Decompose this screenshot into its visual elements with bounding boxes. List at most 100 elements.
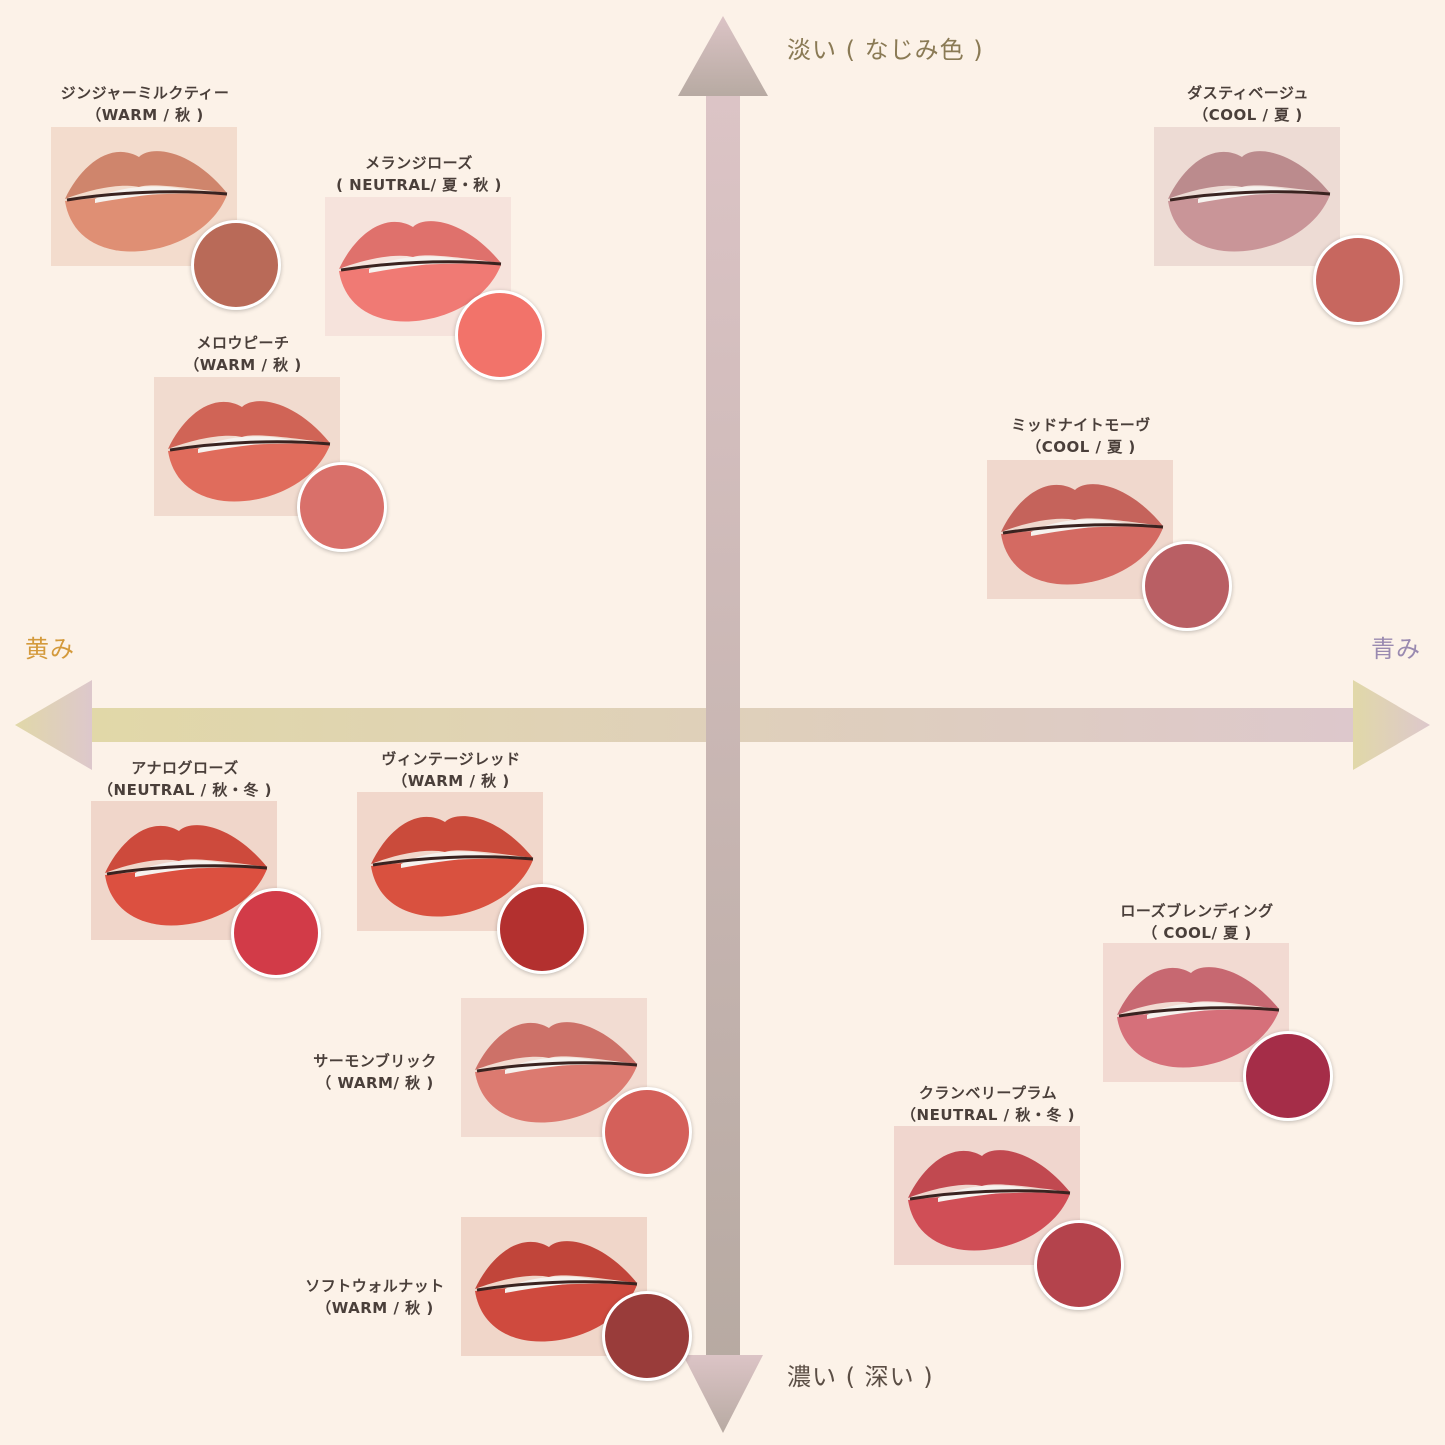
color-swatch (231, 888, 321, 978)
product-tone: （ COOL/ 夏 ) (1142, 924, 1252, 942)
product-card: ジンジャーミルクティー （WARM / 秋 ) (40, 80, 300, 320)
product-name: ローズブレンディング (1120, 902, 1274, 920)
lip-line (909, 1189, 1071, 1201)
product-tone: （COOL / 夏 ) (1193, 106, 1303, 124)
lower-lip (475, 1064, 637, 1123)
lip-line (476, 1061, 638, 1073)
product-name: メランジローズ (365, 154, 473, 172)
lower-lip (168, 443, 330, 502)
product-tone: （NEUTRAL / 秋・冬 ) (98, 781, 272, 799)
lower-lip (908, 1192, 1070, 1251)
axis-label-top: 淡い ( なじみ色 ) (787, 36, 984, 64)
lips-illustration (475, 1022, 638, 1123)
lower-lip (371, 858, 533, 917)
product-tone: （WARM / 秋 ) (86, 106, 204, 124)
color-swatch (1243, 1031, 1333, 1121)
lower-lip (1117, 1009, 1279, 1068)
axis-label-left: 黄み (25, 635, 75, 663)
color-swatch (497, 884, 587, 974)
color-swatch (1034, 1220, 1124, 1310)
upper-lip (339, 221, 501, 269)
lips-illustration (908, 1150, 1071, 1251)
axis-label-bottom: 濃い ( 深い ) (787, 1363, 934, 1391)
upper-lip (908, 1150, 1070, 1198)
lips-illustration (105, 825, 268, 926)
product-tone: （WARM / 秋 ) (316, 1299, 434, 1317)
lip-photo (1103, 943, 1289, 1082)
color-swatch (191, 220, 281, 310)
color-swatch (602, 1291, 692, 1381)
lips-illustration (1117, 967, 1280, 1068)
upper-lip (105, 825, 267, 873)
lower-lip (1168, 193, 1330, 252)
product-name: メロウピーチ (196, 334, 290, 352)
product-name: アナログローズ (131, 759, 239, 777)
axis-label-right: 青み (1371, 635, 1421, 663)
lips-illustration (1168, 151, 1331, 252)
lip-photo (357, 792, 543, 931)
lower-lip (475, 1283, 637, 1342)
lips-illustration (371, 816, 534, 917)
color-swatch (1142, 541, 1232, 631)
upper-lip (1117, 967, 1279, 1015)
lower-lip (1001, 526, 1163, 585)
color-swatch (1313, 235, 1403, 325)
color-swatch (602, 1087, 692, 1177)
lip-line (372, 855, 534, 867)
upper-lip (371, 816, 533, 864)
upper-lip (168, 401, 330, 449)
upper-lip (1001, 484, 1163, 532)
lip-line (1169, 190, 1331, 202)
lip-photo (1154, 127, 1340, 266)
upper-lip (475, 1022, 637, 1070)
lip-line (340, 260, 502, 272)
lower-lip (339, 263, 501, 322)
product-tone: （WARM / 秋 ) (392, 772, 510, 790)
lip-photo (894, 1126, 1080, 1265)
lip-line (66, 190, 228, 202)
lips-illustration (339, 221, 502, 322)
upper-lip (65, 151, 227, 199)
product-name: ミッドナイトモーヴ (1011, 416, 1151, 434)
product-tone: （ WARM/ 秋 ) (316, 1074, 434, 1092)
lips-illustration (65, 151, 228, 252)
lip-line (169, 440, 331, 452)
product-card: クランベリープラム （NEUTRAL / 秋・冬 ) (883, 1080, 1143, 1315)
lip-photo (461, 1217, 647, 1356)
product-name: ダスティベージュ (1187, 84, 1309, 102)
product-card: ミッドナイトモーヴ （COOL / 夏 ) (976, 412, 1236, 637)
lip-line (1118, 1006, 1280, 1018)
product-name: ヴィンテージレッド (381, 750, 521, 768)
product-name: ソフトウォルナット (305, 1277, 445, 1295)
color-swatch (297, 462, 387, 552)
product-tone: （NEUTRAL / 秋・冬 ) (901, 1106, 1075, 1124)
product-card: アナログローズ （NEUTRAL / 秋・冬 ) (80, 755, 330, 985)
product-card: ローズブレンディング （ COOL/ 夏 ) (1092, 898, 1352, 1128)
product-tone: （WARM / 秋 ) (184, 356, 302, 374)
lip-line (476, 1280, 638, 1292)
lip-line (106, 864, 268, 876)
lower-lip (65, 193, 227, 252)
upper-lip (1168, 151, 1330, 199)
product-tone: （COOL / 夏 ) (1026, 438, 1136, 456)
product-tone: ( NEUTRAL/ 夏・秋 ) (336, 176, 502, 194)
product-card: ダスティベージュ （COOL / 夏 ) (1143, 80, 1413, 330)
product-card: メランジローズ ( NEUTRAL/ 夏・秋 ) (314, 150, 554, 390)
lips-illustration (168, 401, 331, 502)
product-card: メロウピーチ （WARM / 秋 ) (143, 330, 393, 560)
vertical-axis-arrow (678, 16, 768, 1433)
product-card: ヴィンテージレッド （WARM / 秋 ) (346, 746, 596, 981)
product-name: ジンジャーミルクティー (60, 84, 230, 102)
lip-line (1002, 523, 1164, 535)
color-swatch (455, 290, 545, 380)
product-name: クランベリープラム (918, 1084, 1058, 1102)
lower-lip (105, 867, 267, 926)
product-card: ソフトウォルナット （WARM / 秋 ) (300, 1216, 700, 1386)
upper-lip (475, 1241, 637, 1289)
product-card: サーモンブリック （ WARM/ 秋 ) (300, 997, 700, 1182)
product-name: サーモンブリック (313, 1052, 437, 1070)
lips-illustration (1001, 484, 1164, 585)
lips-illustration (475, 1241, 638, 1342)
